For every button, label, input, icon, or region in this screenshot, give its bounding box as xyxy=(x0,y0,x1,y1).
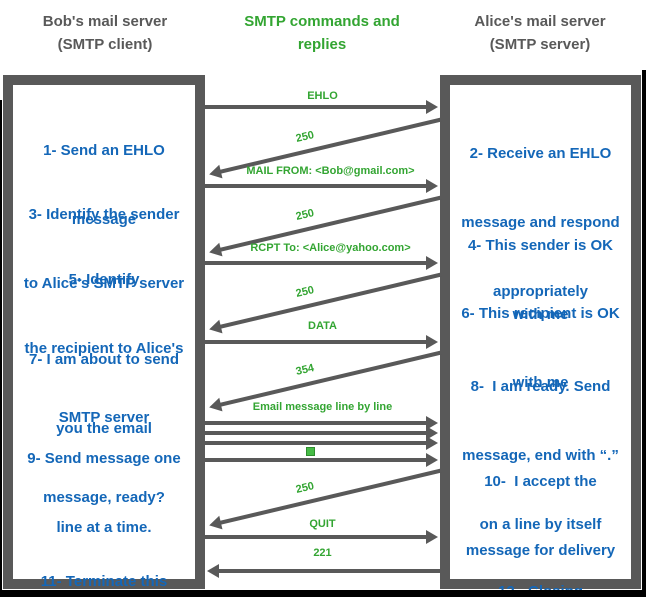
step-line: 3- Identify the sender xyxy=(28,206,180,223)
step-line: message, ready? xyxy=(43,489,165,506)
msg-label-rcpt-to: RCPT To: <Alice@yahoo.com> xyxy=(250,242,411,254)
client-header: Bob's mail server (SMTP client) xyxy=(10,10,200,56)
client-step-7: 7- I am about to send you the email mess… xyxy=(13,302,195,555)
step-line: 8- I am ready. Send xyxy=(470,378,611,395)
arrowhead-right-icon xyxy=(426,335,438,349)
msg-label-email-lines: Email message line by line xyxy=(252,401,393,413)
step-line: 7- I am about to send xyxy=(28,351,179,368)
arrow-shaft xyxy=(216,569,440,573)
msg-label-221: 221 xyxy=(313,547,332,559)
arrow-shaft xyxy=(205,184,429,188)
server-step-12: 12- Closing connection xyxy=(450,534,631,597)
step-line: message and respond xyxy=(461,214,620,231)
arrow-mail-from xyxy=(205,179,438,193)
step-line: 4- This sender is OK xyxy=(467,237,614,254)
client-header-line: Bob's mail server xyxy=(42,13,168,30)
arrow-rcpt-to xyxy=(205,256,438,270)
step-line: message for delivery xyxy=(465,542,616,559)
server-step-8: 8- I am ready. Send message, end with “.… xyxy=(450,329,631,582)
client-step-11: 11- Terminate this session xyxy=(13,524,195,597)
step-line: line at a time. xyxy=(56,519,152,536)
arrow-shaft xyxy=(205,421,429,425)
server-step-6: 6- This recipient is OK with me xyxy=(450,256,631,440)
step-line: with me xyxy=(512,306,569,323)
arrowhead-right-icon xyxy=(426,256,438,270)
server-header: Alice's mail server (SMTP server) xyxy=(445,10,635,56)
server-header-line: Alice's mail server xyxy=(474,13,606,30)
arrow-dot-line xyxy=(205,453,438,467)
client-step-3: 3- Identify the sender to Alice's SMTP s… xyxy=(13,157,195,341)
msg-label-data: DATA xyxy=(308,320,337,332)
arrowhead-right-icon xyxy=(426,179,438,193)
step-line: on a line by itself xyxy=(479,516,602,533)
arrow-email-line-3 xyxy=(205,436,438,450)
client-header-line: (SMTP client) xyxy=(57,36,153,53)
center-header-line: SMTP commands and xyxy=(244,13,400,30)
right-edge xyxy=(642,70,646,597)
step-line: 5- Identify xyxy=(68,271,140,288)
step-line: appropriately xyxy=(492,283,589,300)
arrow-ehlo xyxy=(205,100,438,114)
arrow-shaft xyxy=(205,340,429,344)
step-line: 11- Terminate this xyxy=(40,573,168,590)
server-header-line: (SMTP server) xyxy=(489,36,591,53)
step-line: 9- Send message one xyxy=(27,450,181,467)
message-channel: EHLO 250 MAIL FROM: <Bob@gmail.com> 250 … xyxy=(205,75,442,589)
center-header-line: replies xyxy=(297,36,347,53)
left-edge xyxy=(0,100,2,597)
step-line: to Alice's SMTP server xyxy=(23,275,185,292)
arrow-shaft xyxy=(205,105,429,109)
client-step-1: 1- Send an EHLO message xyxy=(13,93,195,277)
step-line: message xyxy=(71,211,137,228)
dot-terminator-icon xyxy=(306,447,315,456)
step-line: 2- Receive an EHLO xyxy=(469,145,612,162)
arrow-quit xyxy=(205,530,438,544)
step-line: 6- This recipient is OK xyxy=(461,305,620,322)
step-line: you the email xyxy=(56,420,152,437)
step-line: 10- I accept the xyxy=(484,473,597,490)
step-line: 1- Send an EHLO xyxy=(43,142,165,159)
server-step-10: 10- I accept the message for delivery xyxy=(450,424,631,597)
arrowhead-right-icon xyxy=(426,100,438,114)
arrowhead-right-icon xyxy=(426,530,438,544)
arrow-data xyxy=(205,335,438,349)
msg-label-ehlo: EHLO xyxy=(307,90,338,102)
step-line: the recipient to Alice's xyxy=(24,340,184,357)
step-line: message, end with “.” xyxy=(462,447,619,464)
arrow-shaft xyxy=(205,441,429,445)
bottom-edge xyxy=(0,590,646,597)
arrow-shaft xyxy=(205,431,429,435)
arrowhead-left-icon xyxy=(207,564,219,578)
server-server-box: 2- Receive an EHLO message and respond a… xyxy=(440,75,641,597)
server-step-4: 4- This sender is OK with me xyxy=(450,188,631,372)
server-step-2: 2- Receive an EHLO message and respond a… xyxy=(450,96,631,349)
msg-label-mail-from: MAIL FROM: <Bob@gmail.com> xyxy=(246,165,415,177)
arrow-shaft xyxy=(205,261,429,265)
center-header: SMTP commands and replies xyxy=(227,10,417,56)
step-line: SMTP server xyxy=(58,409,150,426)
arrow-shaft xyxy=(205,458,429,462)
client-step-5: 5- Identify the recipient to Alice's SMT… xyxy=(13,222,195,475)
client-server-box: 1- Send an EHLO message 3- Identify the … xyxy=(3,75,205,597)
msg-label-quit: QUIT xyxy=(309,518,336,530)
arrowhead-right-icon xyxy=(426,453,438,467)
arrowhead-right-icon xyxy=(426,436,438,450)
arrow-shaft xyxy=(205,535,429,539)
arrow-221-reply xyxy=(207,564,440,578)
step-line: with me xyxy=(512,374,569,391)
